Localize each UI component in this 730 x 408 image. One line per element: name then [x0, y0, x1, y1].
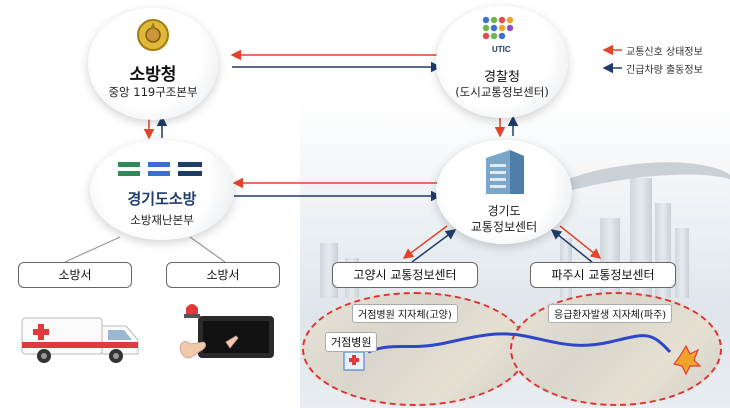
utic-dots-icon: UTIC — [482, 16, 514, 54]
police-subtitle: (도시교통정보센터) — [455, 85, 549, 99]
fire-hq-title: 소방청 — [129, 65, 177, 85]
fire-hq-subtitle: 중앙 119구조본부 — [108, 85, 198, 99]
goyang-center-box: 고양시 교통정보센터 — [332, 262, 478, 288]
svg-text:UTIC: UTIC — [492, 45, 511, 54]
paju-map-header: 응급환자발생 지자체(파주) — [548, 304, 673, 323]
police-title: 경찰청 — [484, 70, 520, 85]
ambulance-icon — [21, 317, 139, 363]
fire-station-box-1: 소방서 — [18, 262, 132, 288]
traffic-title: 경기도 — [487, 204, 521, 218]
hospital-callout: 거점병원 — [325, 332, 378, 352]
goyang-map-header: 거점병원 지자체(고양) — [352, 304, 458, 323]
legend-red: 교통신호 상태정보 — [626, 47, 703, 58]
paju-center-box: 파주시 교통정보센터 — [530, 262, 676, 288]
fire-emblem-icon — [137, 19, 169, 51]
building-icon — [486, 150, 524, 194]
traffic-subtitle: 교통정보센터 — [470, 220, 538, 234]
gyeonggi-traffic-node: 경기도 교통정보센터 — [436, 140, 572, 244]
gyeonggi-fire-node: 경기도소방 소방재난본부 — [90, 140, 234, 240]
gyeonggi-fire-subtitle: 소방재난본부 — [130, 213, 194, 227]
fire-station-box-2: 소방서 — [166, 262, 280, 288]
police-node: UTIC 경찰청 (도시교통정보센터) — [436, 6, 568, 118]
fire-hq-node: 소방청 중앙 119구조본부 — [88, 8, 218, 120]
siren-tablet-icon — [179, 304, 274, 359]
legend-blue: 긴급차량 출동정보 — [626, 65, 703, 76]
gyeonggi-fire-logo-text: 경기도소방 — [127, 190, 197, 208]
crash-icon — [672, 344, 702, 376]
gyeonggi-fire-logo-icon — [118, 162, 202, 176]
hospital-icon — [343, 351, 365, 371]
ambulance-route — [367, 332, 672, 354]
